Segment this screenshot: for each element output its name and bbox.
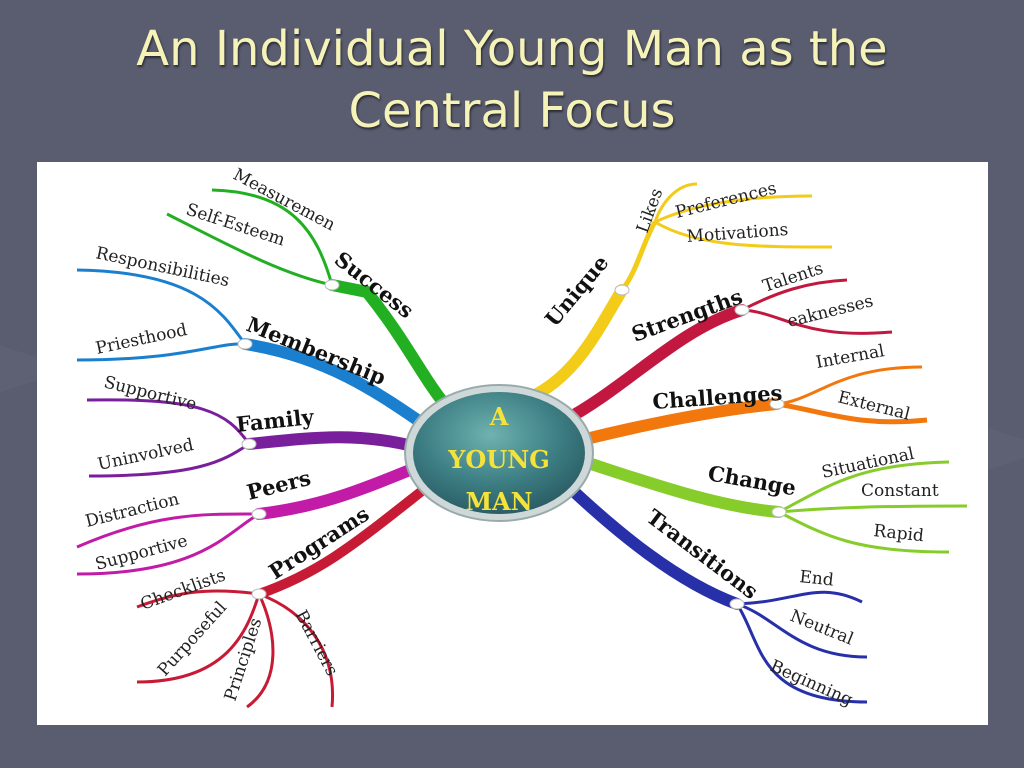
branch-change-leaf-line-2 [778,504,968,514]
branch-peers-node [251,508,267,520]
mind-map-diagram: Success Measuremen Self-Esteem Membershi… [76,165,968,710]
branch-programs-leaf-line-1 [136,589,260,609]
branch-peers-leaf-line-1 [76,512,260,549]
branch-programs: Programs Checklists Purposeful Principle… [136,482,432,709]
branch-strengths-leaf-line-1 [741,278,848,312]
branch-success-node [324,279,340,291]
branch-programs-leaf-3: Principles [221,616,267,704]
branch-family-node [241,438,257,450]
branch-unique-leaf-3: Motivations [686,220,789,247]
branch-challenges-leaf-line-1 [776,365,923,406]
branch-peers-leaf-line-2 [76,512,260,576]
branch-family-leaf-line-2 [88,442,250,478]
branch-change-label: Change [706,460,798,500]
branch-programs-leaf-2: Purposeful [154,598,231,681]
branch-unique-node [614,284,630,296]
branch-membership-leaf-1: Responsibilities [94,243,231,291]
branch-unique-main-line [531,284,628,400]
slide-title-line-2: Central Focus [348,83,676,139]
branch-family-leaf-1: Supportive [102,372,199,414]
branch-change-leaf-line-1 [778,460,950,514]
branch-peers-main-line [253,461,423,520]
branch-transitions-leaf-2: Neutral [787,606,856,649]
branch-family-main-line [243,431,423,453]
center-node: A YOUNG MAN [404,384,594,522]
branch-challenges: Challenges Internal External [576,341,928,446]
branch-transitions-node [729,598,745,610]
branch-transitions-leaf-line-1 [736,590,863,606]
branch-programs-leaf-4: Barriers [291,607,342,679]
branch-challenges-node [769,398,785,410]
branch-programs-node [251,588,267,600]
branch-change-leaf-3: Rapid [872,521,924,546]
center-line-3: MAN [465,487,532,516]
branch-family-label: Family [235,404,316,437]
branch-membership-node [237,338,253,350]
branch-programs-leaf-line-3 [246,593,275,709]
branch-challenges-leaf-1: Internal [814,341,886,373]
branch-family-leaf-line-1 [86,398,251,445]
branch-transitions-leaf-line-3 [735,603,868,704]
branch-change-leaf-1: Situational [820,444,916,483]
branch-challenges-main-line [576,398,783,446]
branch-strengths-main-line [559,304,748,426]
branch-peers-label: Peers [244,465,313,505]
slide-title: An Individual Young Man as the Central F… [0,18,1024,142]
branch-membership-leaf-line-2 [76,342,246,362]
branch-success-leaf-2: Self-Esteem [183,200,287,251]
branch-programs-leaf-line-2 [136,593,261,684]
branch-unique-leaf-1: Likes [633,186,667,236]
branch-transitions-leaf-1: End [798,567,834,590]
branch-membership-leaf-line-1 [76,268,247,345]
branch-strengths-leaf-1: Talents [760,259,825,297]
branch-unique-leaf-line-2 [654,194,813,224]
branch-membership-main-line [239,338,438,436]
branch-unique-leaf-line-1 [653,182,698,223]
branch-transitions-leaf-line-2 [736,602,868,659]
branch-change-leaf-2: Constant [861,481,939,501]
branch-strengths-node [734,304,750,316]
branch-transitions-main-line [563,481,743,610]
branch-change-node [771,506,787,518]
branch-challenges-leaf-line-2 [776,401,928,425]
center-line-1: A [489,402,509,431]
branch-unique-leaf-line-3 [654,220,833,249]
branch-strengths-leaf-line-2 [741,308,893,335]
mind-map-panel: Success Measuremen Self-Esteem Membershi… [37,162,988,725]
branch-success-leaf-line-1 [211,188,334,286]
branch-family-leaf-2: Uninvolved [96,435,196,475]
branch-programs-main-line [254,482,432,599]
branch-transitions: Transitions End Neutral Beginning [563,481,868,710]
branch-change: Change Situational Constant Rapid [579,444,968,554]
center-node-body [413,392,585,514]
branch-success-leaf-line-2 [166,212,333,287]
branch-programs-leaf-line-4 [258,592,335,708]
branch-success-main-line [326,279,453,413]
branch-transitions-leaf-3: Beginning [767,656,856,710]
branch-change-main-line [579,456,785,518]
center-line-2: YOUNG [447,445,549,474]
slide-title-line-1: An Individual Young Man as the [136,21,888,77]
branch-strengths-leaf-2: eaknesses [785,291,875,332]
branch-unique-stem [620,220,658,292]
branch-change-leaf-line-3 [778,510,950,554]
